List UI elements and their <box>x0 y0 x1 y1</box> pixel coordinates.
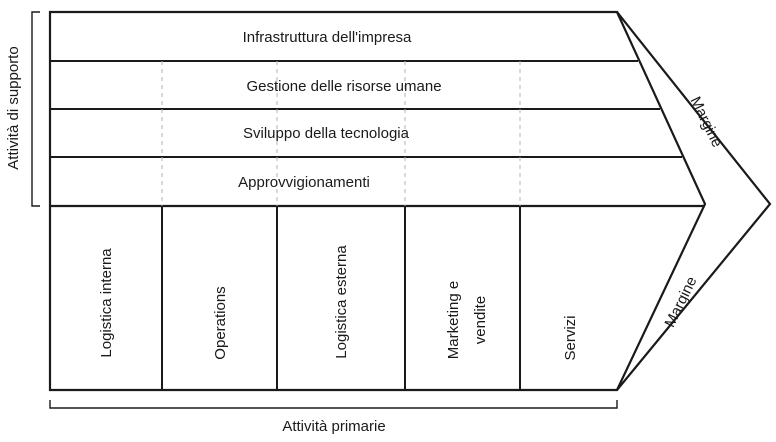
margin-label-top: Margine <box>687 94 726 150</box>
support-activity-label: Infrastruttura dell'impresa <box>243 29 412 46</box>
support-activity-label: Gestione delle risorse umane <box>246 78 441 95</box>
support-activity-label: Sviluppo della tecnologia <box>243 125 410 142</box>
primary-activity-label: Operations <box>212 286 229 359</box>
primary-activity-label: Logistica esterna <box>333 245 350 359</box>
primary-activity-label: Marketing e <box>445 281 462 359</box>
value-chain-outline <box>48 10 772 392</box>
primary-activity-label: Logistica interna <box>98 248 115 358</box>
support-bracket-label: Attività di supporto <box>5 46 22 169</box>
margin-chevron <box>616 11 707 391</box>
support-activity-label: Approvvigionamenti <box>238 174 370 191</box>
primary-bracket-label: Attività primarie <box>282 418 385 435</box>
dashed-column-guides <box>161 61 521 206</box>
support-bracket <box>31 11 40 207</box>
primary-bracket <box>49 400 618 409</box>
primary-activity-label: Servizi <box>562 315 579 360</box>
primary-activity-label: vendite <box>472 296 489 344</box>
